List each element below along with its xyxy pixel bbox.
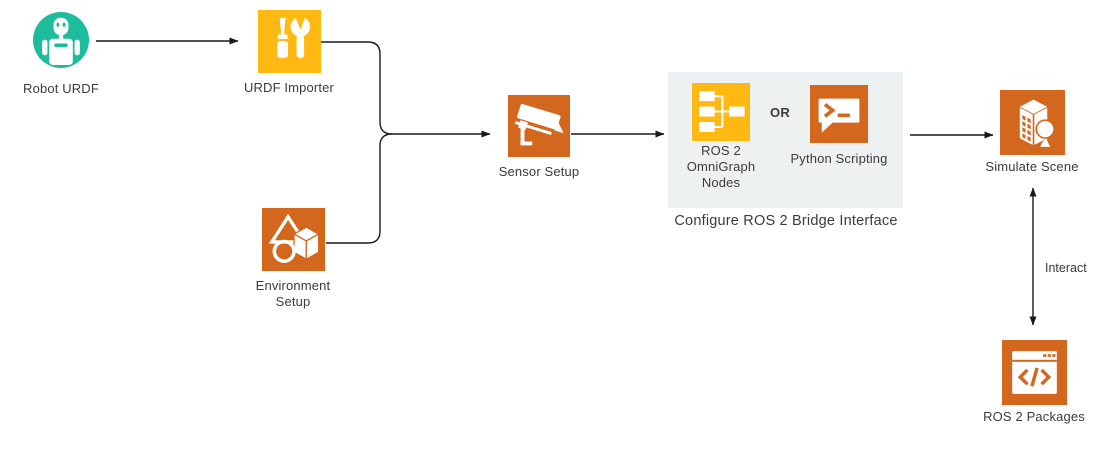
node-python-scripting: Python Scripting: [774, 85, 904, 167]
node-environment-setup: Environment Setup: [228, 208, 358, 310]
node-label: ROS 2 Packages: [983, 409, 1085, 424]
node-graph-icon: [692, 83, 750, 141]
bridge-panel-caption: Configure ROS 2 Bridge Interface: [674, 213, 898, 229]
node-label: Python Scripting: [790, 151, 888, 166]
node-ros2-packages: ROS 2 Packages: [969, 340, 1099, 425]
node-simulate-scene: Simulate Scene: [967, 90, 1097, 175]
node-label: URDF Importer: [243, 80, 335, 95]
or-label: OR: [769, 105, 791, 120]
building-icon: [999, 90, 1065, 155]
node-urdf-importer: URDF Importer: [224, 10, 354, 96]
node-label: Simulate Scene: [985, 159, 1079, 174]
node-label: Sensor Setup: [498, 164, 580, 179]
shapes-icon: [261, 208, 325, 271]
camera-icon: [508, 95, 570, 157]
connector-importer-merge: [321, 41, 393, 135]
node-sensor-setup: Sensor Setup: [474, 95, 604, 180]
tools-icon: [257, 10, 321, 73]
node-ros2-omnigraph: ROS 2 OmniGraph Nodes: [656, 83, 786, 191]
node-label: Robot URDF: [23, 81, 99, 96]
robot-icon: [33, 12, 89, 68]
code-window-icon: [1001, 340, 1067, 405]
connector-environment-merge: [326, 133, 393, 244]
node-label: Environment Setup: [255, 278, 331, 309]
node-robot-urdf: Robot URDF: [0, 12, 126, 97]
terminal-icon: [810, 85, 868, 143]
interact-label: Interact: [1045, 261, 1087, 275]
node-label: ROS 2 OmniGraph Nodes: [686, 143, 756, 190]
